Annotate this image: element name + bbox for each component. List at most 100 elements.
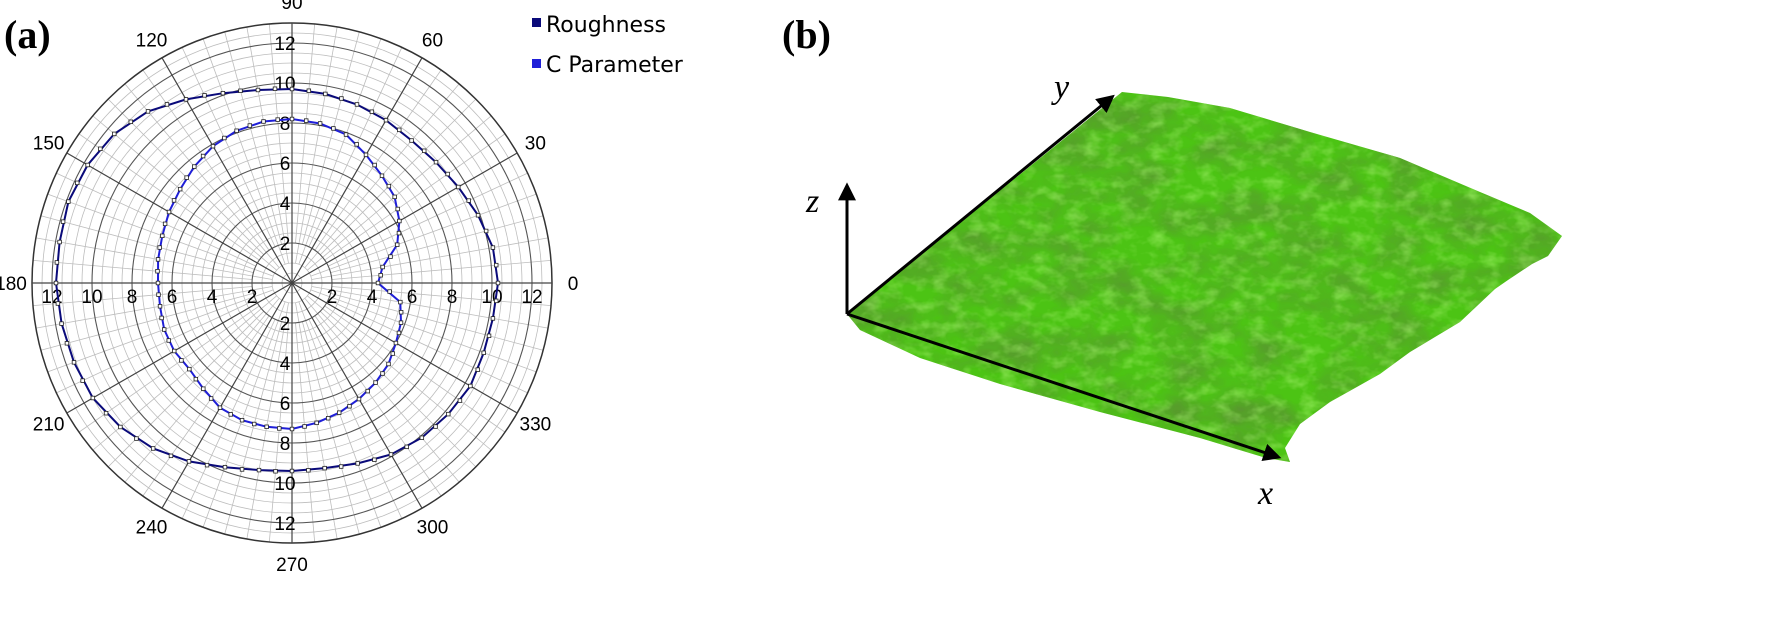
grid-spoke-minor xyxy=(331,286,552,307)
radial-tick-label: 2 xyxy=(280,314,291,335)
data-point xyxy=(289,468,295,474)
data-point xyxy=(150,446,156,451)
data-point xyxy=(234,128,239,133)
data-point xyxy=(200,153,206,159)
grid-spoke-minor xyxy=(78,305,260,433)
grid-spoke-minor xyxy=(202,38,286,265)
radial-tick-label: 10 xyxy=(81,287,102,308)
data-point xyxy=(388,452,394,457)
x-axis-label: x xyxy=(1257,475,1273,512)
grid-spoke-minor xyxy=(35,286,273,329)
grid-spoke-minor xyxy=(330,292,544,351)
angle-tick-label: 180 xyxy=(0,274,27,295)
panel-a-label: (a) xyxy=(4,12,51,57)
z-axis-label: z xyxy=(805,183,819,220)
data-point xyxy=(57,239,62,245)
data-point xyxy=(187,366,192,372)
grid-spoke-minor xyxy=(310,289,537,373)
data-point xyxy=(166,338,171,343)
radial-tick-label: 8 xyxy=(280,434,291,455)
data-point xyxy=(66,199,71,204)
data-point xyxy=(302,424,307,429)
data-point xyxy=(365,388,370,394)
angle-tick-label: 330 xyxy=(520,415,552,436)
data-point xyxy=(192,164,197,169)
data-point xyxy=(433,424,438,429)
data-point xyxy=(155,269,160,274)
data-point xyxy=(326,416,331,421)
data-point xyxy=(355,461,360,466)
data-point xyxy=(397,218,402,224)
grid-spoke-minor xyxy=(78,133,260,261)
data-point xyxy=(289,86,295,92)
grid-spoke-minor xyxy=(268,23,289,244)
data-point xyxy=(228,412,233,417)
data-point xyxy=(317,121,323,126)
data-point xyxy=(494,262,499,268)
radial-tick-label: 6 xyxy=(280,394,291,415)
data-point xyxy=(171,198,177,203)
data-point xyxy=(289,426,295,432)
data-point xyxy=(172,348,177,354)
data-point xyxy=(183,97,189,102)
data-point xyxy=(336,410,342,415)
grid-spoke-minor xyxy=(92,295,277,451)
data-point xyxy=(338,464,344,469)
data-point xyxy=(239,417,245,423)
data-point xyxy=(261,119,266,124)
angle-tick-label: 210 xyxy=(33,415,65,436)
grid-spoke-major xyxy=(291,152,518,284)
data-point xyxy=(347,404,352,409)
data-point xyxy=(378,273,383,278)
radial-tick-label: 2 xyxy=(327,287,338,308)
grid-spoke-minor xyxy=(328,299,528,394)
data-point xyxy=(375,280,381,286)
data-point xyxy=(64,341,70,346)
grid-spoke-minor xyxy=(56,172,256,267)
data-point xyxy=(363,152,369,158)
data-point xyxy=(157,245,162,250)
data-point xyxy=(354,102,360,107)
data-point xyxy=(273,469,278,474)
data-point xyxy=(103,411,109,416)
data-point xyxy=(380,264,385,270)
data-point xyxy=(252,421,257,427)
radial-tick-label: 2 xyxy=(280,234,291,255)
grid-spoke-minor xyxy=(330,215,544,274)
data-point xyxy=(390,351,395,356)
data-point xyxy=(239,467,245,472)
data-point xyxy=(85,162,90,168)
data-point xyxy=(369,109,375,114)
data-point xyxy=(395,242,400,247)
data-point xyxy=(217,405,223,410)
angle-tick-label: 30 xyxy=(525,134,546,155)
data-point xyxy=(80,378,85,383)
grid-spoke-minor xyxy=(40,215,254,274)
data-point xyxy=(387,289,392,294)
data-point xyxy=(314,420,319,426)
data-point xyxy=(204,462,210,468)
data-point xyxy=(208,396,214,401)
grid-spoke-minor xyxy=(268,322,289,543)
data-point xyxy=(71,360,77,365)
data-point xyxy=(145,109,151,114)
data-point xyxy=(275,117,280,122)
data-point xyxy=(446,411,451,417)
data-point xyxy=(255,87,261,93)
data-point xyxy=(343,132,349,137)
radial-tick-label: 8 xyxy=(127,287,138,308)
data-point xyxy=(160,233,165,239)
data-point xyxy=(184,175,189,180)
grid-spoke-minor xyxy=(307,115,492,271)
grid-spoke-minor xyxy=(298,38,382,265)
data-point xyxy=(383,117,389,123)
grid-spoke-major xyxy=(161,282,293,509)
legend-label-c-parameter: C Parameter xyxy=(546,53,684,78)
data-point xyxy=(90,395,96,401)
grid-spoke-minor xyxy=(307,295,492,451)
data-point xyxy=(388,254,393,259)
grid-spoke-minor xyxy=(295,26,338,264)
data-point xyxy=(306,88,312,93)
legend-label-roughness: Roughness xyxy=(546,13,666,38)
